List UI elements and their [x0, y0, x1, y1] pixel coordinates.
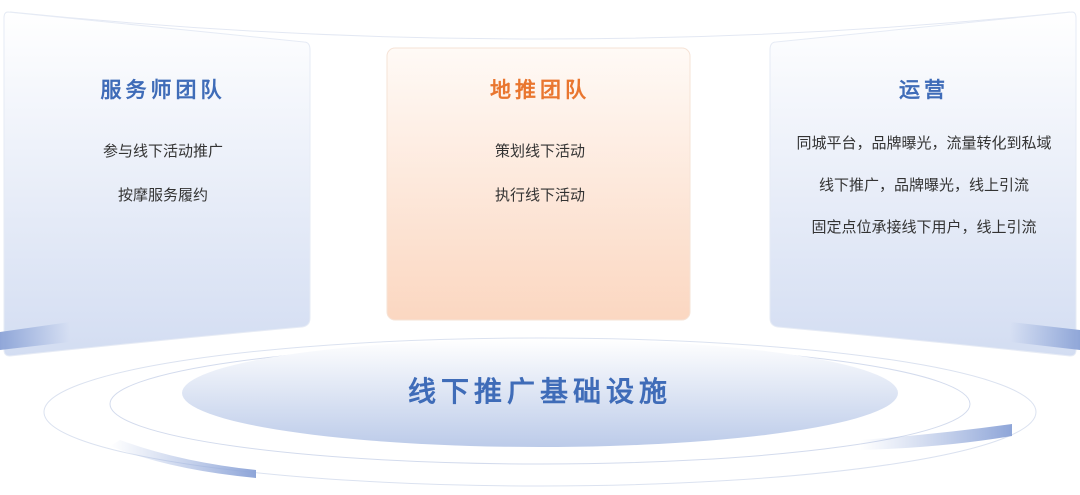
center-panel-content: 地推团队 策划线下活动 执行线下活动 [390, 74, 690, 228]
right-panel-title: 运营 [899, 78, 949, 102]
right-arc-accent [860, 424, 1012, 450]
left-panel-shadow [0, 322, 70, 350]
right-panel-item: 线下推广，品牌曝光，线上引流 [818, 176, 1029, 194]
center-panel [386, 47, 691, 321]
left-panel-item: 参与线下活动推广 [102, 142, 223, 160]
left-panel [3, 11, 311, 357]
left-panel-content: 服务师团队 参与线下活动推广 按摩服务履约 [48, 74, 278, 228]
foundation-label: 线下推广基础设施 [407, 375, 672, 408]
center-panel-item: 策划线下活动 [494, 142, 585, 160]
center-panel-item: 执行线下活动 [494, 186, 585, 204]
right-panel-content: 运营 同城平台，品牌曝光，流量转化到私域 线下推广，品牌曝光，线上引流 固定点位… [768, 74, 1080, 258]
foundation-disk [182, 339, 898, 447]
right-panel [769, 11, 1077, 357]
outer-ring [43, 337, 1037, 487]
right-panel-item: 固定点位承接线下用户，线上引流 [811, 218, 1037, 236]
center-panel-title: 地推团队 [490, 78, 590, 102]
right-panel-item: 同城平台，品牌曝光，流量转化到私域 [796, 134, 1052, 152]
left-panel-item: 按摩服务履约 [117, 186, 208, 204]
left-arc-accent [110, 440, 256, 478]
right-panel-shadow [1010, 322, 1080, 350]
top-arc [9, 11, 1071, 40]
left-panel-title: 服务师团队 [100, 78, 226, 102]
